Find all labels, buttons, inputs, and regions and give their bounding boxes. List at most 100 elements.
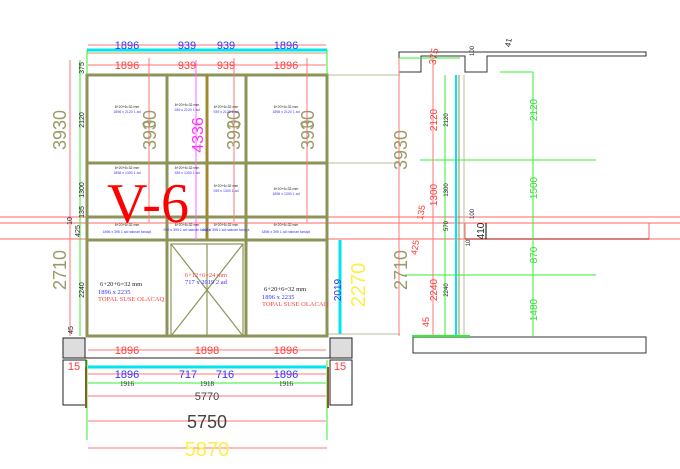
- dim-text: 2120: [429, 108, 440, 131]
- dim-text: 3930: [224, 110, 244, 150]
- dim-text: 10: [466, 239, 472, 246]
- glass-size: 1896 x 395 1 ad nalınan tanaçlı: [262, 230, 311, 234]
- right-yellow-dim: 2270: [348, 263, 370, 308]
- panel-dim-lines: [69, 58, 308, 336]
- dim-text: 1500: [529, 176, 540, 199]
- band-height-dim: 410: [476, 222, 487, 239]
- glass-spec: 6+20+6=32 mm: [274, 187, 299, 191]
- section-dims: 3930 2710 375 2120 1300 135 425 2240 45 …: [391, 37, 540, 327]
- door: [170, 243, 244, 337]
- glass-size: 1896 x 2120 1 ad: [272, 110, 299, 114]
- glass-spec: 6+20+6=32 mm: [214, 105, 239, 109]
- panel-spec: 6+20+6=32 mm: [100, 281, 142, 288]
- dim-text: 1898: [195, 345, 219, 357]
- dim-text: 45: [68, 326, 75, 334]
- dim-text: 3930: [140, 110, 160, 150]
- dim-text: 375: [428, 47, 442, 66]
- glass-size: 939 x 1300 1 ad: [213, 189, 238, 193]
- glass-size: 939 x 2120 1 ad: [213, 110, 238, 114]
- dim-text: 870: [529, 246, 540, 263]
- glass-size: 1896 x 1300 1 ad: [272, 192, 299, 196]
- dim-text: 1896: [274, 369, 298, 381]
- glass-size: 1896 x 1300 1 ad: [113, 171, 140, 175]
- dim-text: 135: [415, 204, 427, 221]
- dim-text: 1896: [274, 60, 298, 72]
- top-dims-blue: 1896 939 939 1896: [115, 40, 298, 52]
- sills: [62, 337, 353, 408]
- panel-spec: 6+12+6=24 mm: [185, 272, 227, 279]
- glass-size: 939 x 1300 1 ad: [174, 171, 199, 175]
- dim-text: 2240: [444, 283, 450, 297]
- side-section: [398, 51, 650, 354]
- total-5870: 5870: [185, 439, 230, 461]
- glass-spec: 6+20+6=32 mm: [214, 184, 239, 188]
- panel-spec: 6+20+6=32 mm: [264, 286, 306, 293]
- dim-text: 2120: [529, 98, 540, 121]
- dim-text: 939: [178, 60, 196, 72]
- dim-text: 10: [67, 217, 74, 225]
- dim-text: 135: [79, 206, 86, 218]
- glass-spec: 6+20+6=32 mm: [115, 223, 140, 227]
- door-height-dim: 2019: [333, 278, 344, 301]
- dim-text: 100: [470, 208, 476, 219]
- dim-text: 3930: [298, 110, 318, 150]
- dim-text: 2120: [444, 113, 450, 127]
- glass-spec: 6+20+6=32 mm: [274, 105, 299, 109]
- dim-text: 15: [334, 361, 346, 373]
- center-height-dim: 4336: [190, 117, 207, 153]
- door-panel-label: 6+12+6=24 mm 717 x 2019 2 ad: [185, 272, 228, 286]
- dim-text: 1916: [120, 380, 135, 388]
- dim-text: 2240: [429, 278, 440, 301]
- top-dims-red: 1896 939 939 1896: [115, 60, 298, 72]
- panel-size: 1896 x 2235: [262, 294, 295, 301]
- glass-spec: 6+20+6=32 mm: [274, 223, 299, 227]
- dim-text: 425: [75, 225, 82, 237]
- dim-text: 1896: [274, 40, 298, 52]
- dim-text: 375: [79, 62, 86, 74]
- dim-text: 716: [216, 369, 234, 381]
- left-total-lower: 2710: [50, 250, 70, 290]
- dim-text: 1916: [279, 380, 294, 388]
- top-offset-dim: 41: [503, 37, 514, 48]
- dim-text: 1896: [115, 60, 139, 72]
- dim-text: 939: [217, 60, 235, 72]
- glass-size: 939 x 395 1 ad nalınan tanaçlı: [164, 228, 211, 232]
- glass-size: 1896 x 2120 1 ad: [113, 110, 140, 114]
- dim-text: 2240: [79, 282, 86, 298]
- glass-spec: 6+20+6=32 mm: [214, 223, 239, 227]
- glass-size: 1896 x 395 1 ad nalınan tanaçlı: [103, 230, 152, 234]
- dim-text: 1896: [115, 369, 139, 381]
- glass-size: 939 x 2120 1 ad: [174, 108, 199, 112]
- dim-text: 45: [421, 317, 431, 327]
- dim-text: 1480: [529, 298, 540, 321]
- drawing-title: V-6: [107, 173, 189, 235]
- panel-note: TOPAL SUSE OLACAQ: [98, 296, 165, 303]
- dim-text: 939: [178, 40, 196, 52]
- bottom-dim-lines: [88, 44, 327, 449]
- dim-text: 1896: [274, 345, 298, 357]
- right-panel-label: 6+20+6=32 mm 1896 x 2235 TOPAL SUSE OLAC…: [262, 286, 329, 308]
- glass-spec: 6+20+6=32 mm: [175, 223, 200, 227]
- dim-text: 1300: [429, 183, 440, 206]
- dim-text: 1896: [115, 40, 139, 52]
- bottom-dims: 1896 1898 1896 15 15 1896 717 716 1896 1…: [68, 345, 346, 461]
- left-panel-label: 6+20+6=32 mm 1896 x 2235 TOPAL SUSE OLAC…: [98, 281, 165, 303]
- dim-text: 1300: [444, 183, 450, 197]
- left-sill-concrete: [62, 337, 86, 359]
- glass-spec: 6+20+6=32 mm: [115, 105, 140, 109]
- dim-text: 2120: [79, 112, 86, 128]
- right-sill-concrete: [329, 337, 353, 359]
- panel-size: 1896 x 2235: [98, 289, 131, 296]
- glass-spec: 6+20+6=32 mm: [175, 103, 200, 107]
- dim-text: 3930: [391, 130, 411, 170]
- dim-text: 717: [179, 369, 197, 381]
- dim-text: 939: [217, 40, 235, 52]
- dim-text: 15: [68, 361, 80, 373]
- panel-height-dims: 3930 3930 3930: [140, 110, 318, 150]
- glass-spec: 6+20+6=32 mm: [175, 166, 200, 170]
- left-small-dims: 375 2120 1300 135 10 425 2240 45: [67, 62, 86, 334]
- dim-text: 100: [470, 45, 476, 56]
- dim-text: 425: [409, 239, 421, 256]
